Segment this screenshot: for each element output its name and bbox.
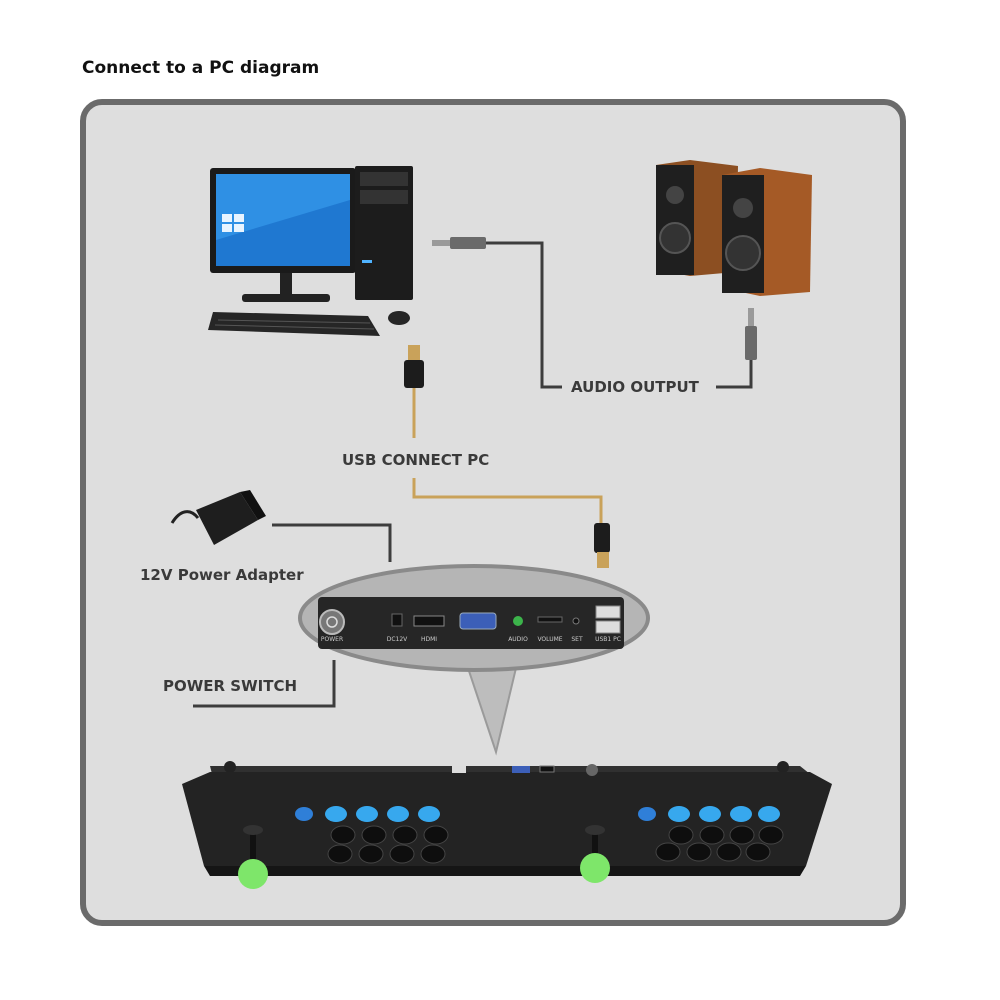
- port-label-dc: DC12V: [387, 636, 408, 643]
- volume-slider: [537, 616, 563, 623]
- port-callout: POWER DC12V HDMI AUDIO VOLUME SET USB1 P…: [298, 564, 650, 756]
- keyboard: [208, 312, 380, 336]
- power-switch-label: POWER SWITCH: [163, 677, 298, 695]
- usb-cable-lower: [412, 478, 603, 523]
- usb-port: [595, 605, 621, 619]
- computer: [208, 166, 486, 336]
- joystick-left-ball: [238, 859, 268, 889]
- left-button-group: [295, 806, 449, 864]
- speaker-left: [656, 165, 694, 275]
- port-label-set: SET: [571, 636, 583, 643]
- usb-connect-label: USB CONNECT PC: [342, 451, 490, 469]
- audio-jack-plug: [432, 240, 450, 246]
- speaker-right: [722, 175, 764, 293]
- hdmi-port: [413, 615, 445, 627]
- port-label-hdmi: HDMI: [421, 636, 437, 643]
- mouse: [388, 311, 410, 325]
- windows-tile-icon: [222, 214, 232, 222]
- port-label-audio: AUDIO: [508, 636, 528, 643]
- usb-plug-top: [404, 345, 424, 388]
- power-adapter-label: 12V Power Adapter: [140, 566, 304, 584]
- power-switch-line: [193, 660, 336, 708]
- page-title: Connect to a PC diagram: [82, 58, 320, 78]
- power-adapter: [170, 490, 266, 545]
- port-label-usb: USB1 PC: [595, 636, 621, 643]
- pc-tower: [355, 166, 413, 300]
- set-button: [572, 617, 580, 625]
- audio-output-label: AUDIO OUTPUT: [571, 378, 699, 396]
- port-label-power: POWER: [321, 636, 343, 643]
- monitor-stand: [280, 273, 292, 297]
- speaker-cable: [716, 360, 753, 389]
- dc-port: [391, 613, 403, 627]
- speaker-plug: [748, 308, 754, 326]
- usb-plug-bottom: [594, 523, 610, 568]
- port-label-volume: VOLUME: [537, 636, 562, 643]
- adapter-body: [196, 492, 258, 545]
- arcade-controller: [182, 761, 832, 889]
- power-adapter-cable: [272, 523, 392, 562]
- joystick-right-ball: [580, 853, 610, 883]
- audio-port: [513, 616, 523, 626]
- power-button-icon: [319, 609, 345, 635]
- right-button-group: [638, 806, 784, 862]
- joystick-left-shaft: [250, 826, 256, 868]
- joystick-right-shaft: [592, 826, 598, 868]
- vga-port: [459, 612, 497, 630]
- audio-cable: [486, 241, 562, 389]
- speakers: [656, 160, 812, 360]
